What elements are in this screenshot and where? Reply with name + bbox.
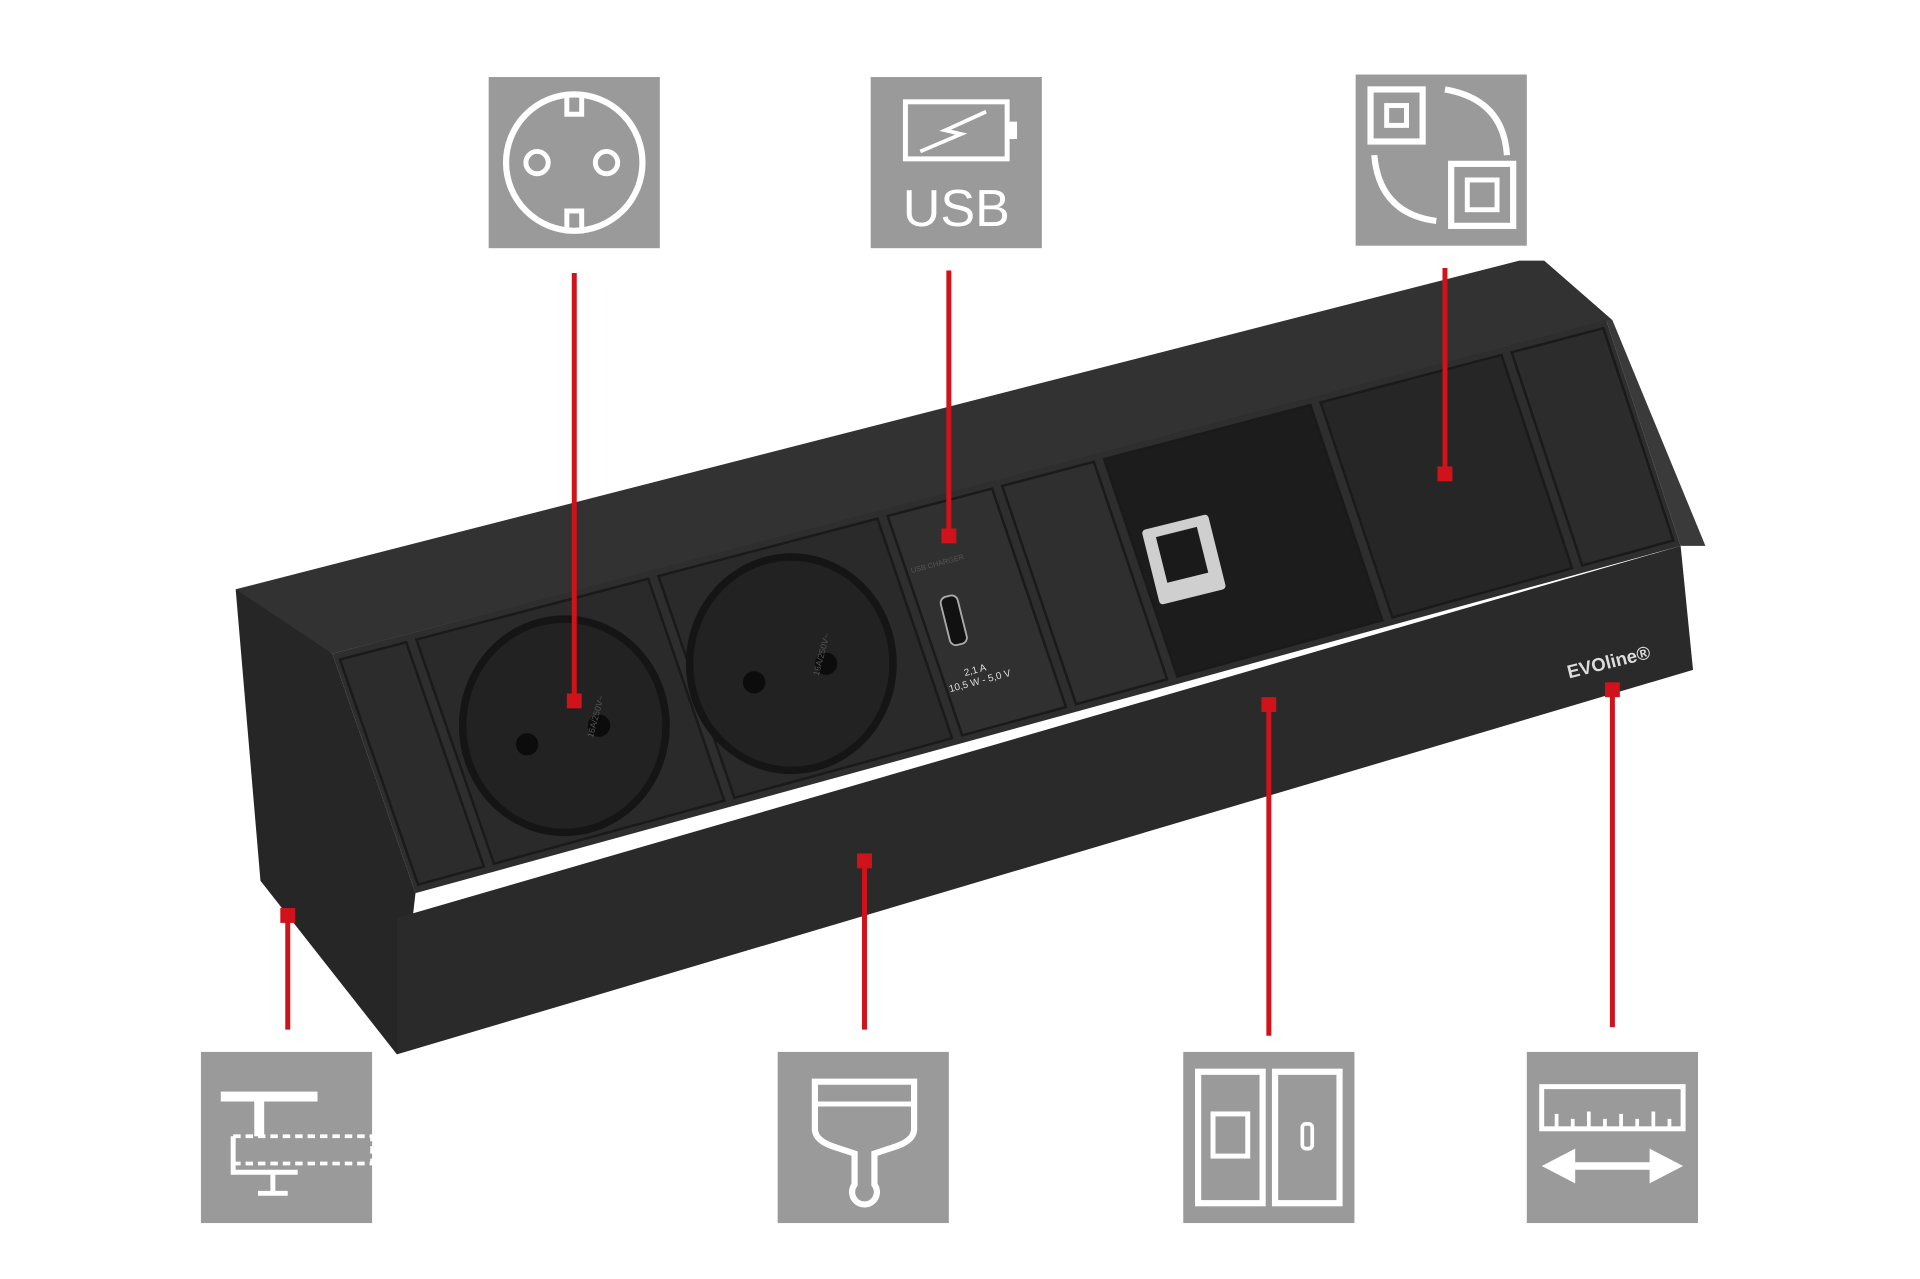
usb-charger-icon: USB: [870, 77, 1042, 249]
callout-marker-clamp: [280, 908, 296, 923]
rj45-module: [1102, 403, 1384, 678]
socket-pin-hole: [742, 671, 766, 694]
left-end-cap: [235, 589, 416, 1055]
schuko-socket-1: [458, 615, 670, 837]
blank-cover: [1000, 460, 1169, 706]
schuko-socket-2: [685, 553, 897, 775]
callout-marker-usb: [941, 528, 957, 544]
right-end: [1606, 320, 1706, 546]
length-ruler-icon: [1526, 1051, 1698, 1224]
front-bottom-strip: [396, 545, 1694, 1055]
socket-pin-hole: [814, 652, 838, 675]
callout-marker-paint: [857, 853, 872, 869]
hinged-cover-module: [1319, 353, 1574, 619]
interchangeable-module-icon: [1355, 74, 1527, 246]
blank-cover: [1510, 326, 1675, 567]
usb-module: [886, 487, 1068, 737]
callout-marker-data: [1261, 697, 1277, 713]
socket-pin-hole: [587, 714, 611, 737]
usb-icon-label: USB: [903, 180, 1010, 238]
socket-pin-hole: [515, 733, 539, 756]
table-clamp-mount-icon: [200, 1051, 374, 1224]
callout-marker-module: [1437, 466, 1453, 482]
rj45-jack: [1142, 514, 1226, 605]
schuko-socket-icon: [488, 77, 660, 249]
paint-brush-icon: [777, 1051, 949, 1224]
callout-marker-length: [1604, 682, 1620, 698]
blank-cover: [338, 640, 486, 887]
usb-c-port: [939, 594, 968, 647]
desk-power-strip: 16A/250V~ 16A/250V~ EVOline® USB CHARGER…: [235, 260, 1706, 1055]
data-module-icon: [1183, 1051, 1355, 1224]
top-back-face: [235, 260, 1613, 654]
callout-marker-socket: [566, 693, 582, 709]
